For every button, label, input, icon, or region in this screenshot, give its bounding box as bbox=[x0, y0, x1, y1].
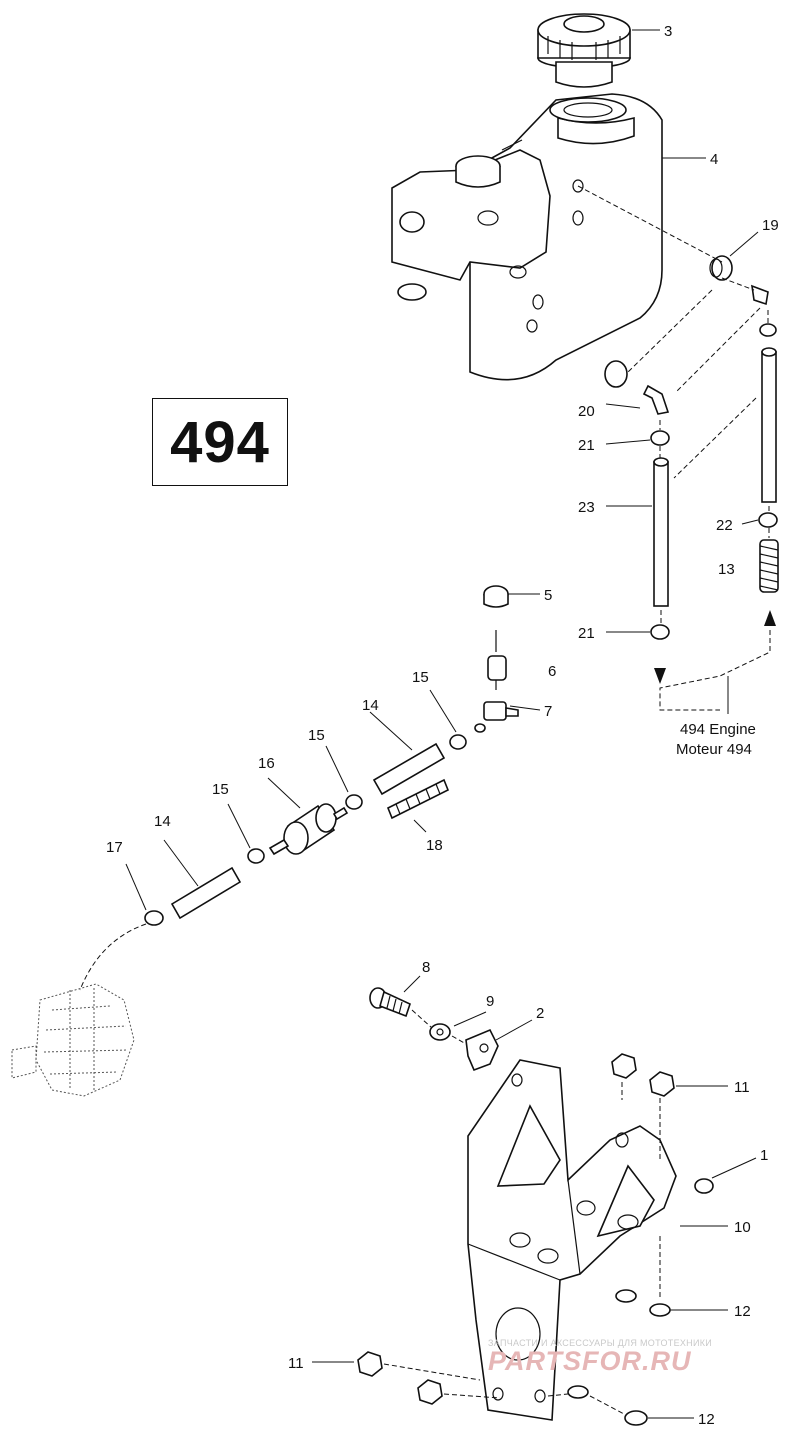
hose-23 bbox=[653, 457, 669, 607]
engine-model-badge: 494 bbox=[152, 398, 288, 486]
callout-20: 20 bbox=[578, 403, 595, 420]
rivet-1 bbox=[694, 1178, 714, 1194]
grommet-19 bbox=[709, 255, 733, 281]
callout-12-bottom: 12 bbox=[698, 1411, 715, 1428]
fuel-pump-sketch bbox=[11, 983, 135, 1097]
callout-10: 10 bbox=[734, 1219, 751, 1236]
spring-18 bbox=[386, 778, 450, 820]
fuel-filter-17 bbox=[268, 803, 349, 856]
engine-note-line2: Moteur 494 bbox=[676, 741, 752, 758]
clamp-22 bbox=[758, 512, 778, 528]
arrow-left-down bbox=[654, 668, 666, 684]
callout-6: 6 bbox=[548, 663, 556, 680]
washer-12-bottom bbox=[567, 1385, 648, 1426]
bolt-8 bbox=[369, 987, 411, 1018]
callout-19: 19 bbox=[762, 217, 779, 234]
callout-18: 18 bbox=[426, 837, 443, 854]
arrow-right-up bbox=[764, 610, 776, 626]
tank-cap bbox=[537, 13, 631, 88]
elbow-fitting-upper bbox=[751, 284, 769, 306]
cap-5 bbox=[483, 585, 509, 608]
hose-14-lower bbox=[170, 866, 242, 920]
callout-17: 16 bbox=[258, 755, 275, 772]
callout-15-c: 15 bbox=[212, 781, 229, 798]
nut-11-top bbox=[611, 1053, 675, 1097]
clip-2 bbox=[465, 1028, 499, 1072]
callout-16: 17 bbox=[106, 839, 123, 856]
callout-12-top: 12 bbox=[734, 1303, 751, 1320]
hose-14-upper bbox=[372, 742, 446, 796]
tee-fitting-7 bbox=[474, 701, 519, 733]
callout-15-a: 15 bbox=[412, 669, 429, 686]
hose-right bbox=[761, 347, 777, 503]
elbow-fitting-20 bbox=[642, 384, 670, 415]
watermark-logo: PARTSFOR.RU bbox=[488, 1346, 692, 1376]
bracket-10 bbox=[467, 1059, 677, 1421]
callout-21-lower: 21 bbox=[578, 625, 595, 642]
clamp-15-b bbox=[345, 794, 363, 810]
spring-13 bbox=[759, 539, 779, 593]
clamp-upper-right bbox=[759, 323, 777, 337]
clamp-15-c bbox=[247, 848, 265, 864]
clamp-16 bbox=[144, 910, 164, 926]
check-valve-6 bbox=[487, 630, 507, 690]
callout-11-top: 11 bbox=[734, 1079, 750, 1096]
callout-4: 4 bbox=[710, 151, 718, 168]
callout-14-a: 14 bbox=[362, 697, 379, 714]
engine-model-number: 494 bbox=[170, 409, 270, 475]
nut-11-bottom bbox=[357, 1351, 443, 1405]
callout-7: 7 bbox=[544, 703, 552, 720]
callout-22: 22 bbox=[716, 517, 733, 534]
oil-tank bbox=[391, 93, 663, 381]
callout-23: 23 bbox=[578, 499, 595, 516]
watermark: ЗАПЧАСТИ И АКСЕССУАРЫ ДЛЯ МОТОТЕХНИКИ PA… bbox=[488, 1338, 794, 1377]
callout-8: 8 bbox=[422, 959, 430, 976]
engine-note-line1: 494 Engine bbox=[680, 721, 756, 738]
callout-13: 13 bbox=[718, 561, 735, 578]
callout-3: 3 bbox=[664, 23, 672, 40]
callout-5: 5 bbox=[544, 587, 552, 604]
callout-2: 2 bbox=[536, 1005, 544, 1022]
clamp-15-a bbox=[449, 734, 467, 750]
clamp-21-lower bbox=[650, 624, 670, 640]
callout-11-bottom: 11 bbox=[288, 1355, 304, 1372]
callout-1: 1 bbox=[760, 1147, 768, 1164]
clamp-21-upper bbox=[650, 430, 670, 446]
grommet-lower bbox=[604, 360, 628, 388]
callout-14-b: 14 bbox=[154, 813, 171, 830]
callout-9: 9 bbox=[486, 993, 494, 1010]
watermark-tagline: ЗАПЧАСТИ И АКСЕССУАРЫ ДЛЯ МОТОТЕХНИКИ bbox=[488, 1338, 713, 1348]
callout-15-b: 15 bbox=[308, 727, 325, 744]
washer-12-top bbox=[615, 1289, 671, 1317]
washer-9 bbox=[429, 1023, 451, 1041]
callout-21-upper: 21 bbox=[578, 437, 595, 454]
